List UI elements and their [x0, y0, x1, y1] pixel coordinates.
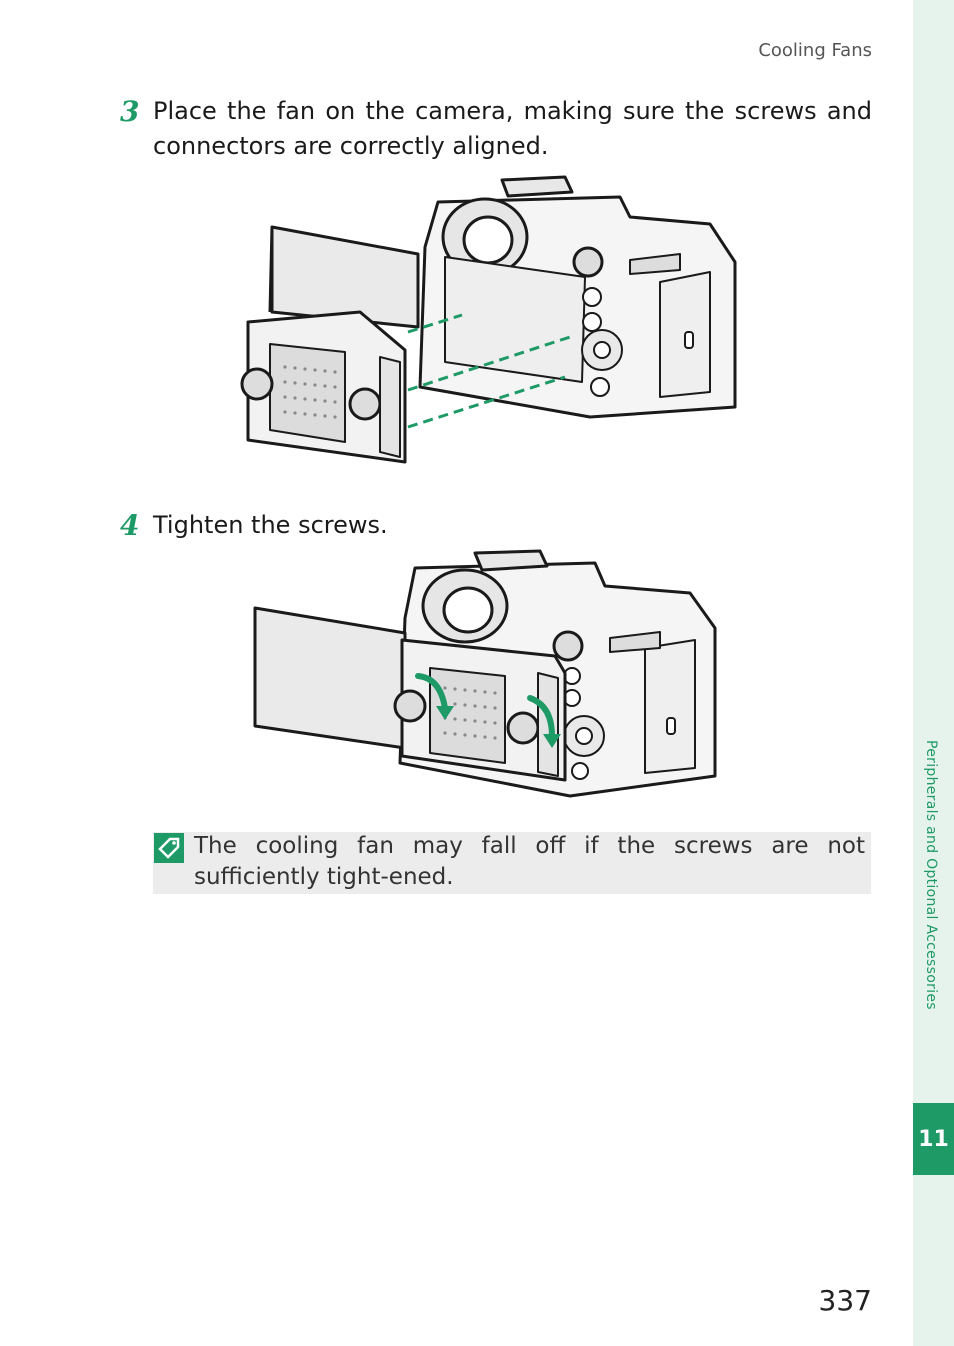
step-number: 4	[120, 509, 140, 542]
fan-placement-illustration	[240, 175, 737, 464]
page-number: 337	[818, 1284, 872, 1317]
note-icon	[154, 833, 184, 863]
step-3: 3 Place the fan on the camera, making su…	[120, 94, 872, 164]
step-text: Place the fan on the camera, making sure…	[153, 97, 872, 160]
chapter-number-badge: 11	[913, 1103, 954, 1175]
note-text: The cooling fan may fall off if the scre…	[194, 833, 865, 890]
step-4: 4 Tighten the screws.	[120, 508, 872, 543]
running-head: Cooling Fans	[758, 40, 872, 61]
step-text: Tighten the screws.	[153, 511, 388, 539]
chapter-side-label: Peripherals and Optional Accessories	[923, 740, 939, 1010]
tighten-screws-illustration	[253, 549, 717, 798]
note-box: The cooling fan may fall off if the scre…	[153, 832, 871, 894]
step-number: 3	[120, 95, 140, 128]
